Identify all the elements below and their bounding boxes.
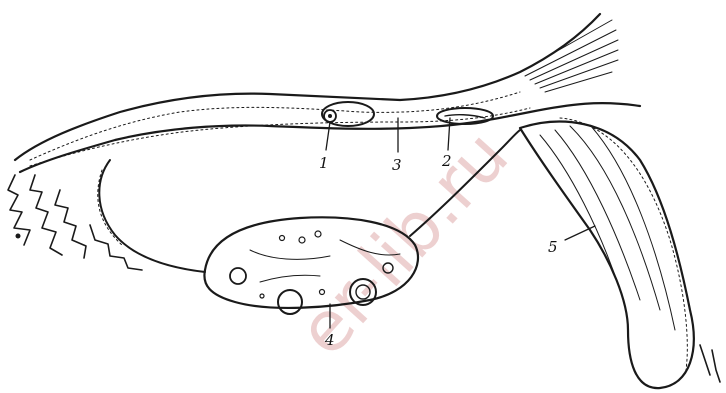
label-2: 2 — [441, 152, 452, 170]
uterine-tube — [15, 14, 640, 172]
label-1: 1 — [319, 154, 329, 172]
label-5: 5 — [548, 238, 558, 256]
fimbriae — [8, 175, 142, 270]
label-3: 3 — [392, 156, 402, 174]
label-4: 4 — [324, 331, 335, 349]
